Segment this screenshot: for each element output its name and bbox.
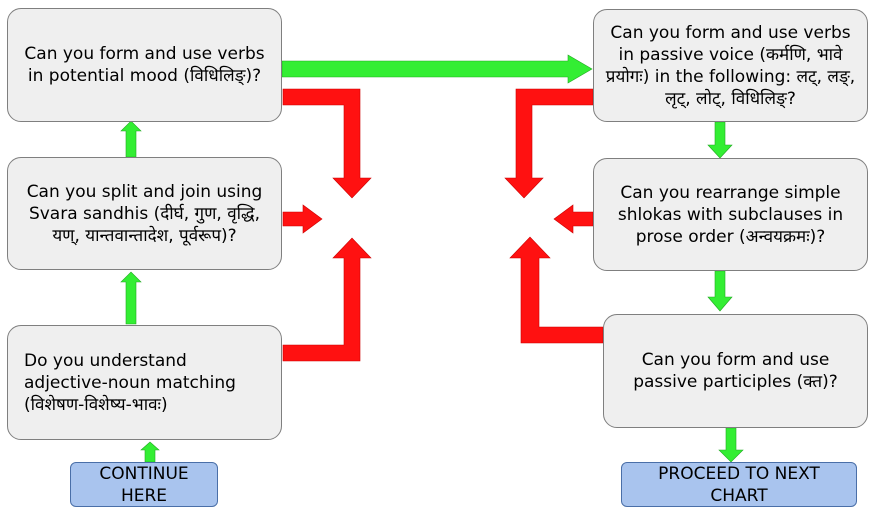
potential-mood-box: Can you form and use verbs in potential … [7,8,282,122]
potential-mood-text: Can you form and use verbs in potential … [24,44,265,86]
green-arrow-continue-to-adjective [140,441,160,463]
green-arrow-svara-to-potential [120,120,142,158]
adjective-noun-box: Do you understand adjective-noun matchin… [7,325,282,440]
svara-sandhi-box: Can you split and join using Svara sandh… [7,157,282,270]
red-arrow-participles-up [509,236,604,344]
passive-voice-box: Can you form and use verbs in passive vo… [593,9,868,122]
green-arrow-shlokas-to-participles [707,270,733,312]
red-arrow-adjective-up [282,237,372,362]
passive-voice-text: Can you form and use verbs in passive vo… [605,22,856,109]
green-arrow-potential-to-passive [281,54,593,84]
svara-sandhi-text: Can you split and join using Svara sandh… [26,181,263,246]
green-arrow-adjective-to-svara [120,271,142,325]
red-arrow-shlokas-left [553,204,594,234]
proceed-next-chart-label: PROCEED TO NEXT CHART [658,463,820,506]
green-arrow-passive-to-shlokas [707,121,733,159]
green-arrow-participles-to-proceed [718,427,744,463]
participles-text: Can you form and use passive participles… [633,350,838,392]
red-arrow-passive-down [504,88,594,199]
shlokas-text: Can you rearrange simple shlokas with su… [617,182,844,247]
participles-box: Can you form and use passive participles… [603,314,868,428]
red-arrow-potential-down [282,88,372,199]
red-arrow-svara-right [282,204,323,234]
continue-here-button[interactable]: CONTINUE HERE [70,462,218,507]
adjective-noun-text: Do you understand adjective-noun matchin… [24,350,236,415]
shlokas-box: Can you rearrange simple shlokas with su… [593,158,868,271]
proceed-next-chart-button[interactable]: PROCEED TO NEXT CHART [621,462,857,507]
continue-here-label: CONTINUE HERE [99,463,189,506]
